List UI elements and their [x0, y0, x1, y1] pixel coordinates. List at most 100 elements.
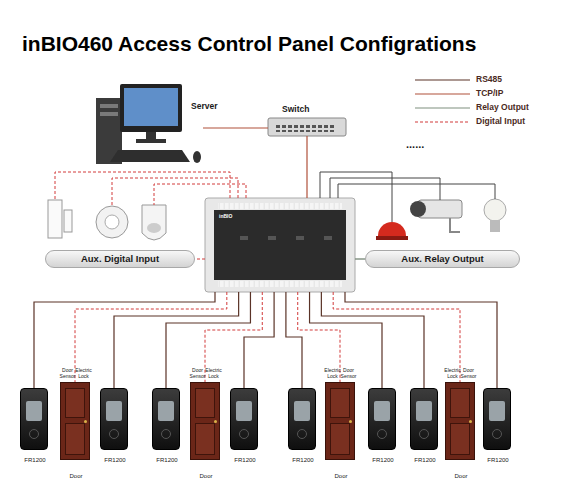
wire-label: Electric Lock	[444, 368, 461, 379]
connector-line	[355, 258, 365, 259]
node-label: Door	[186, 473, 226, 480]
relay-wire	[338, 184, 495, 199]
door: Door	[190, 382, 220, 460]
connector-line	[195, 259, 205, 260]
reader-keypad	[239, 429, 249, 439]
siren-base	[376, 236, 408, 240]
bulb-base	[490, 220, 500, 232]
fingerprint-reader: FR1200	[100, 388, 128, 450]
keyboard	[110, 150, 190, 162]
network-switch: Switch	[268, 118, 346, 136]
input-band: Aux. Digital Input	[45, 250, 195, 268]
output-band: Aux. Relay Output	[365, 250, 520, 268]
network-switch	[268, 118, 346, 136]
node-label: FR1200	[15, 457, 55, 464]
reader-keypad	[109, 429, 119, 439]
reader-window	[374, 401, 390, 421]
door-contact-magnet	[64, 210, 72, 232]
node-label: FR1200	[478, 457, 518, 464]
node-label: Door	[321, 473, 361, 480]
switch-body	[268, 118, 346, 136]
node-label: Switch	[282, 105, 326, 114]
node-label: Aux. Relay Output	[366, 254, 519, 264]
node-label: Server	[191, 102, 231, 111]
terminal-block	[218, 203, 342, 209]
relay-output-wires	[320, 172, 495, 222]
connector-line	[321, 292, 424, 388]
door-knob	[214, 420, 217, 423]
digital-input-wires	[55, 172, 246, 206]
connector-line	[166, 292, 250, 388]
connector-line	[286, 292, 302, 388]
panel-led	[296, 236, 304, 240]
reader-window	[26, 401, 42, 421]
connector-line	[244, 292, 274, 388]
reader-window	[236, 401, 252, 421]
door-panel	[195, 388, 215, 418]
door-panel	[330, 423, 350, 455]
wire-label: Electric Lock	[75, 368, 92, 379]
reader-window	[489, 401, 505, 421]
monitor-base	[136, 139, 166, 143]
door-panel	[450, 423, 470, 455]
legend-sample	[415, 79, 470, 80]
terminal-block	[218, 281, 342, 287]
digital-input-devices	[48, 200, 166, 240]
control-panel	[205, 198, 355, 292]
node-label: Door	[56, 473, 96, 480]
connector-line	[298, 292, 340, 382]
door-panel	[65, 388, 85, 418]
door-panel	[450, 388, 470, 418]
wire-label: Electric Lock	[324, 368, 341, 379]
panel-led	[324, 236, 332, 240]
continuation-mark: ......	[406, 138, 446, 150]
fingerprint-reader: FR1200	[288, 388, 316, 450]
fingerprint-reader: FR1200	[410, 388, 438, 450]
mouse	[193, 151, 201, 163]
drive-bay	[100, 112, 118, 116]
pir-lens	[147, 223, 161, 233]
panel-led	[268, 236, 276, 240]
fingerprint-reader: FR1200	[20, 388, 48, 450]
legend-sample	[415, 121, 470, 122]
connector-line	[203, 127, 268, 128]
legend-text: Relay Output	[476, 103, 566, 112]
reader-window	[158, 401, 174, 421]
connector-line	[34, 292, 215, 388]
fingerprint-reader: FR1200	[230, 388, 258, 450]
reader-keypad	[161, 429, 171, 439]
door-panel	[65, 423, 85, 455]
door-panel	[195, 423, 215, 455]
monitor-screen	[124, 88, 178, 126]
access-control-panel: inBIO	[205, 198, 355, 292]
connector-line	[310, 292, 382, 388]
fingerprint-reader: FR1200	[152, 388, 180, 450]
server-computer	[96, 84, 201, 164]
panel-led	[240, 236, 248, 240]
node-label: Door	[441, 473, 481, 480]
panel-body	[214, 210, 346, 280]
reader-window	[106, 401, 122, 421]
light-bulb	[484, 199, 506, 221]
legend-sample	[415, 93, 470, 94]
door-knob	[349, 420, 352, 423]
connector-line	[345, 292, 497, 388]
legend-text: RS485	[476, 75, 566, 84]
legend-text: Digital Input	[476, 117, 566, 126]
wire-label: Door Sensor	[189, 368, 206, 379]
fingerprint-reader: FR1200	[368, 388, 396, 450]
door: Door	[445, 382, 475, 460]
connector-line	[333, 292, 460, 382]
node-label: inBIO	[219, 214, 249, 220]
relay-output-devices	[376, 199, 506, 240]
door-contact	[48, 200, 62, 238]
node-label: FR1200	[95, 457, 135, 464]
switch-ports	[274, 123, 334, 132]
node-label: FR1200	[147, 457, 187, 464]
reader-keypad	[492, 429, 502, 439]
node-label: FR1200	[225, 457, 265, 464]
reader-keypad	[297, 429, 307, 439]
alarm-siren	[378, 222, 406, 236]
relay-wire	[330, 178, 440, 200]
